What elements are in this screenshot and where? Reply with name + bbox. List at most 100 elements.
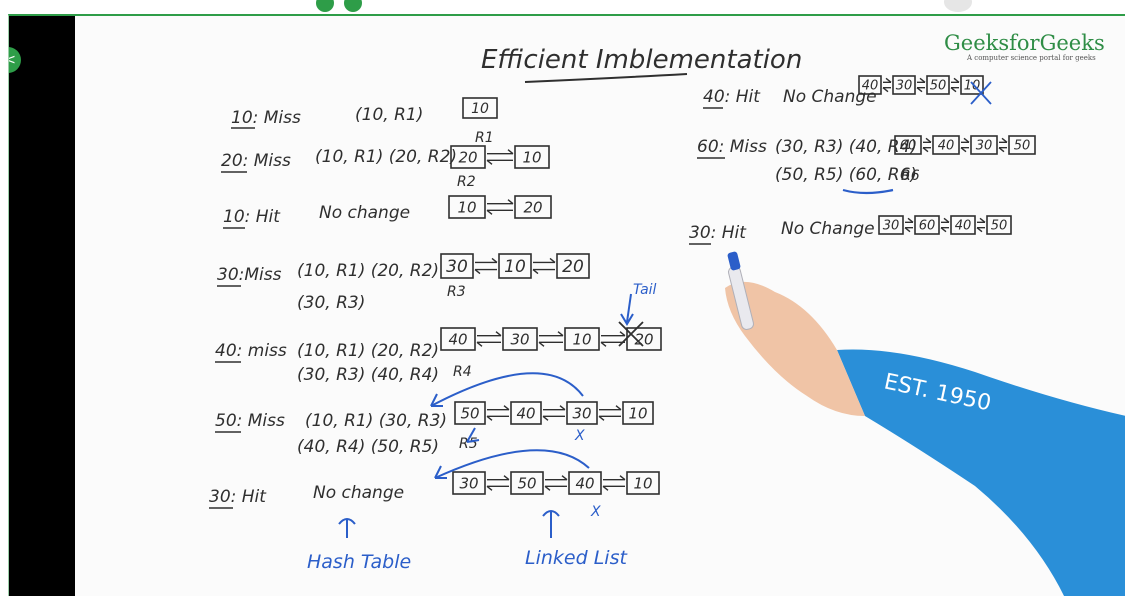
next-arrow xyxy=(487,199,514,205)
move-arrow xyxy=(434,449,590,479)
prev-arrow xyxy=(922,147,931,153)
prev-arrow xyxy=(486,209,513,215)
step-underlines xyxy=(689,107,725,245)
annotation: R4 xyxy=(453,364,472,380)
back-button[interactable]: < xyxy=(9,47,21,73)
list-node-value: 10 xyxy=(471,101,489,117)
list-node-value: 40 xyxy=(575,474,594,492)
list-node-box xyxy=(450,145,486,169)
list-node-box xyxy=(566,401,598,425)
prev-arrow xyxy=(602,485,625,491)
list-node-value: 20 xyxy=(523,198,542,216)
up-arrow-icon xyxy=(338,518,356,538)
list-node-box xyxy=(858,75,882,95)
step-label: 10: Miss xyxy=(231,108,301,128)
step-label: 10: Hit xyxy=(223,207,281,227)
list-node-box xyxy=(960,75,984,95)
prev-arrow xyxy=(542,415,565,421)
presenter-arm: EST. 1950 xyxy=(725,251,1125,596)
list-node-box xyxy=(564,327,600,351)
top-bar xyxy=(0,0,1125,14)
step-label: 40: Hit xyxy=(703,87,761,107)
list-node-box xyxy=(914,215,940,235)
list-node-value: 30 xyxy=(572,404,591,422)
list-node-box xyxy=(510,471,544,495)
list-node-box xyxy=(440,253,474,279)
next-arrow xyxy=(487,405,510,411)
prev-arrow xyxy=(950,87,959,93)
next-arrow xyxy=(951,77,960,83)
next-arrow xyxy=(941,217,950,223)
whiteboard-canvas: Efficient Imblementation GeeksforGeeks A… xyxy=(209,31,1125,596)
step-label: 50: Miss xyxy=(215,411,285,431)
prev-arrow xyxy=(532,268,555,275)
list-node-box xyxy=(950,215,976,235)
list-node-value: 20 xyxy=(458,148,477,166)
list-node-value: 50 xyxy=(460,404,479,422)
prev-arrow xyxy=(960,147,969,153)
brand-tagline: A computer science portal for geeks xyxy=(966,54,1096,62)
cross-mark xyxy=(618,321,644,347)
list-node-box xyxy=(514,145,550,169)
prev-arrow xyxy=(486,485,509,491)
annotation: R6 xyxy=(901,168,920,184)
list-node-value: 30 xyxy=(896,78,913,93)
next-arrow xyxy=(999,137,1008,143)
next-arrow xyxy=(487,149,514,155)
list-node-box xyxy=(986,215,1012,235)
next-arrow xyxy=(883,77,892,83)
status-dot-icon xyxy=(316,0,334,12)
list-node-value: 10 xyxy=(522,148,541,166)
next-arrow xyxy=(923,137,932,143)
prev-arrow xyxy=(976,227,985,233)
list-node-value: 40 xyxy=(862,78,879,93)
list-node-box xyxy=(892,75,916,95)
video-frame[interactable]: < Efficient Imblementation GeeksforGeeks… xyxy=(8,14,1125,596)
list-node-box xyxy=(502,327,538,351)
list-node-value: 10 xyxy=(633,474,652,492)
next-arrow xyxy=(477,331,502,337)
list-node-box xyxy=(926,75,950,95)
step-desc: (10, R1) (20, R2) xyxy=(297,261,439,281)
step-desc: (10, R1) (30, R3) xyxy=(305,411,447,431)
list-node-box xyxy=(626,471,660,495)
step-desc: No Change xyxy=(781,219,875,239)
list-node-value: 40 xyxy=(938,138,955,153)
prev-arrow xyxy=(916,87,925,93)
step-desc: No change xyxy=(319,203,410,223)
move-arrow xyxy=(430,372,584,407)
list-node-value: 30 xyxy=(510,330,529,348)
list-node-box xyxy=(448,195,486,219)
list-node-value: 50 xyxy=(517,474,536,492)
next-arrow xyxy=(539,331,564,337)
step-desc: (10, R1) (20, R2) xyxy=(297,341,439,361)
list-node-value: 40 xyxy=(448,330,467,348)
next-arrow xyxy=(475,257,498,264)
step-desc: (10, R1) xyxy=(355,105,423,125)
list-node-value: 30 xyxy=(446,257,468,277)
step-desc: No change xyxy=(313,483,404,503)
list-node-box xyxy=(878,215,904,235)
list-node-box xyxy=(452,471,486,495)
remove-mark: X xyxy=(574,428,585,444)
list-node-box xyxy=(1008,135,1036,155)
step-desc: No Change xyxy=(783,87,877,107)
next-arrow xyxy=(601,331,626,337)
step-label: 20: Miss xyxy=(221,151,291,171)
list-node-box xyxy=(514,195,552,219)
list-node-box xyxy=(462,97,498,119)
tail-arrow xyxy=(620,293,634,326)
next-arrow xyxy=(545,475,568,481)
left-bar xyxy=(9,16,75,596)
step-desc: (50, R5) (60, R6) xyxy=(775,165,917,185)
prev-arrow xyxy=(486,415,509,421)
brand-logo: GeeksforGeeks xyxy=(944,31,1105,55)
list-node-value: 30 xyxy=(459,474,478,492)
status-dot-icon xyxy=(344,0,362,12)
step-label: 30: Hit xyxy=(689,223,747,243)
list-node-box xyxy=(454,401,486,425)
next-arrow xyxy=(977,217,986,223)
list-node-box xyxy=(510,401,542,425)
next-arrow xyxy=(603,475,626,481)
